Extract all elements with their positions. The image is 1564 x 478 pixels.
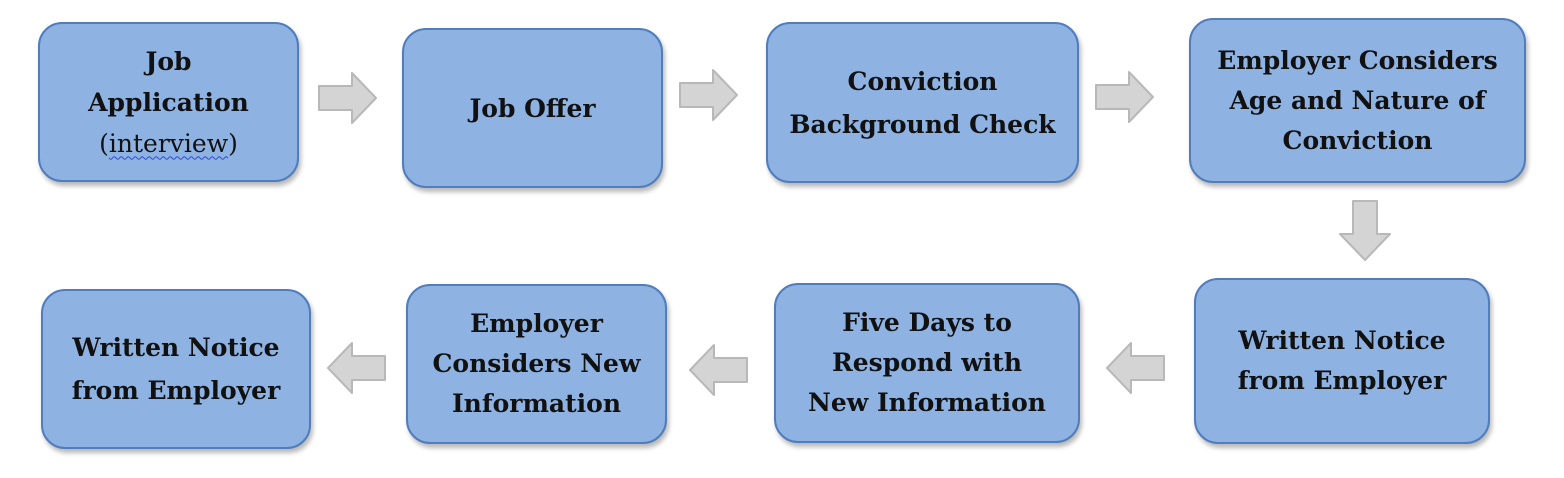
step-label-line: Considers New (432, 349, 641, 378)
step-label-line: Written Notice (1238, 326, 1446, 355)
step-label-line: Respond with (831, 348, 1022, 377)
step-label-line: Five Days to (842, 308, 1012, 337)
note-open-paren: ( (99, 128, 109, 158)
arrow-left-icon (327, 342, 386, 394)
step-label-line: Age and Nature of (1229, 85, 1486, 115)
step-label-line: from Employer (1237, 366, 1447, 395)
step-label-line: New Information (807, 388, 1046, 417)
step-job-offer: Job Offer (402, 28, 663, 188)
step-label-line: Conviction (1282, 125, 1433, 155)
step-label-line: Written Notice (72, 333, 280, 362)
arrow-right-icon (318, 72, 377, 124)
arrow-right-icon (1095, 71, 1154, 123)
step-label-line: Application (88, 87, 249, 117)
step-job-application: Job Application (interview) (38, 22, 299, 182)
arrow-right-icon (679, 69, 738, 121)
step-employer-considers-age: Employer Considers Age and Nature of Con… (1189, 18, 1526, 183)
arrow-left-icon (689, 344, 748, 396)
arrow-left-icon (1106, 342, 1165, 394)
step-employer-considers-new-info: Employer Considers New Information (406, 284, 667, 444)
step-label-line: Conviction (847, 66, 998, 96)
step-conviction-background-check: Conviction Background Check (766, 22, 1079, 183)
step-label-line: Employer (470, 309, 603, 338)
step-label-line: Information (451, 389, 622, 418)
step-label-line: Job Offer (469, 93, 596, 123)
step-note: (interview) (99, 123, 238, 164)
step-written-notice-left: Written Notice from Employer (41, 289, 311, 449)
step-label-line: from Employer (71, 376, 281, 405)
note-close-paren: ) (228, 128, 238, 158)
step-label-line: Background Check (789, 109, 1056, 139)
step-written-notice-right: Written Notice from Employer (1194, 278, 1490, 444)
step-label-line: Job (145, 46, 192, 76)
step-five-days-to-respond: Five Days to Respond with New Informatio… (774, 283, 1080, 443)
note-word: interview (108, 128, 229, 158)
arrow-down-icon (1339, 200, 1391, 261)
step-label-line: Employer Considers (1217, 45, 1498, 75)
